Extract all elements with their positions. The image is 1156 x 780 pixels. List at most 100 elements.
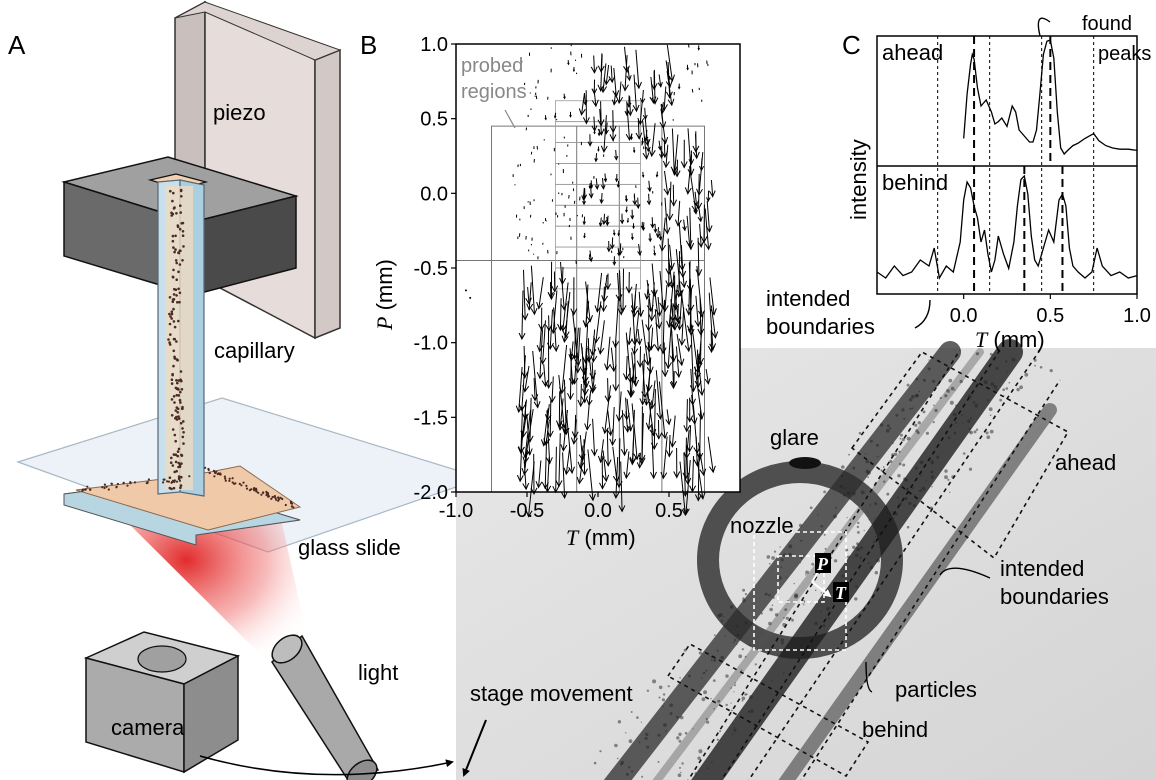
photo-speck — [886, 492, 890, 496]
velocity-arrow — [582, 284, 590, 328]
slide-particle — [115, 485, 118, 488]
photo-speck — [843, 487, 847, 490]
camera-to-image-arrow — [199, 755, 454, 776]
slide-particle — [216, 472, 219, 476]
photo-speck — [860, 546, 863, 550]
panel-b-annotation-line1: probed — [461, 55, 523, 77]
photo-speck — [916, 431, 920, 435]
photo-speck — [744, 593, 748, 596]
velocity-arrow — [691, 88, 694, 93]
photo-speck — [811, 562, 815, 566]
photo-speck — [706, 767, 709, 769]
capillary-particle — [176, 381, 179, 385]
photo-speck — [999, 398, 1003, 402]
photo-speck — [658, 696, 661, 699]
photo-speck — [679, 677, 681, 679]
velocity-arrow — [657, 140, 662, 151]
photo-speck — [800, 539, 803, 542]
panel-b-x-unit: (mm) — [578, 525, 635, 550]
capillary-particle — [179, 370, 183, 373]
photo-speck — [1049, 369, 1053, 373]
velocity-arrow — [544, 115, 547, 121]
velocity-arrow — [591, 79, 598, 95]
slide-particle — [86, 485, 89, 488]
velocity-arrow — [617, 230, 621, 237]
photo-speck — [820, 610, 822, 613]
photo-speck — [918, 390, 921, 393]
capillary-particle — [177, 475, 181, 478]
velocity-arrow — [581, 187, 587, 201]
slide-particle — [228, 479, 231, 482]
velocity-arrow — [609, 406, 617, 447]
photo-speck — [800, 556, 803, 559]
photo-speck — [791, 618, 794, 622]
photo-speck — [886, 424, 890, 428]
capillary-particle — [172, 207, 176, 210]
slide-particle — [133, 481, 137, 484]
velocity-arrow — [601, 213, 607, 226]
behind-region-box — [666, 642, 870, 778]
photo-speck — [944, 394, 948, 398]
photo-speck — [841, 475, 843, 478]
photo-speck — [732, 722, 734, 724]
photo-speck — [874, 571, 878, 575]
velocity-arrow — [597, 146, 600, 152]
photo-speck — [750, 709, 754, 713]
velocity-arrow — [539, 320, 547, 365]
capillary-particle — [172, 395, 176, 398]
capillary-particle — [177, 319, 180, 323]
photo-speck — [847, 555, 850, 559]
capillary-particle — [170, 414, 174, 417]
velocity-arrow — [597, 439, 605, 464]
capillary-particle — [178, 249, 182, 252]
photo-speck — [689, 700, 691, 703]
velocity-arrow — [655, 419, 663, 440]
capillary-particles — [81, 188, 295, 509]
photo-speck — [710, 659, 713, 662]
capillary-particle — [179, 211, 182, 214]
velocity-arrow — [630, 209, 635, 220]
photo-speck — [720, 619, 724, 622]
photo-speck — [906, 383, 910, 387]
velocity-arrow — [612, 296, 620, 349]
photo-speck — [734, 684, 736, 687]
photo-speck — [657, 761, 660, 763]
slide-particle — [101, 486, 104, 489]
photo-speck — [930, 459, 934, 462]
velocity-arrow — [692, 133, 700, 160]
velocity-arrow — [650, 217, 655, 229]
photo-speck — [614, 743, 618, 748]
photo-speck — [936, 383, 939, 387]
photo-speck — [833, 559, 838, 563]
capillary-particle — [182, 442, 185, 445]
velocity-arrow — [602, 450, 610, 483]
photo-speck — [772, 596, 775, 599]
photo-speck — [716, 649, 719, 652]
x-tick-label: -0.5 — [510, 500, 544, 522]
velocity-arrow — [590, 418, 598, 457]
capillary-particle — [181, 259, 184, 262]
capillary-particle — [171, 239, 175, 243]
photo-speck — [697, 756, 701, 760]
velocity-arrow — [585, 281, 593, 323]
photo-speck — [823, 533, 826, 536]
photo-speck — [716, 738, 720, 741]
velocity-arrow — [642, 120, 650, 160]
velocity-arrow — [655, 171, 659, 178]
photo-speck — [744, 621, 748, 625]
photo-speck — [1016, 387, 1020, 392]
photo-speck — [802, 638, 806, 642]
photo-speck — [948, 391, 950, 393]
velocity-arrow — [655, 370, 664, 420]
velocity-arrow — [677, 83, 681, 90]
photo-speck — [1039, 366, 1043, 369]
photo-speck — [899, 437, 902, 440]
photo-speck — [906, 436, 911, 441]
photo-speck — [657, 733, 661, 737]
capillary-particle — [174, 453, 178, 457]
photo-speck — [818, 638, 820, 640]
photo-speck — [914, 494, 916, 496]
velocity-arrow — [665, 61, 673, 99]
velocity-arrow — [593, 129, 596, 135]
capillary-particle — [175, 415, 178, 419]
